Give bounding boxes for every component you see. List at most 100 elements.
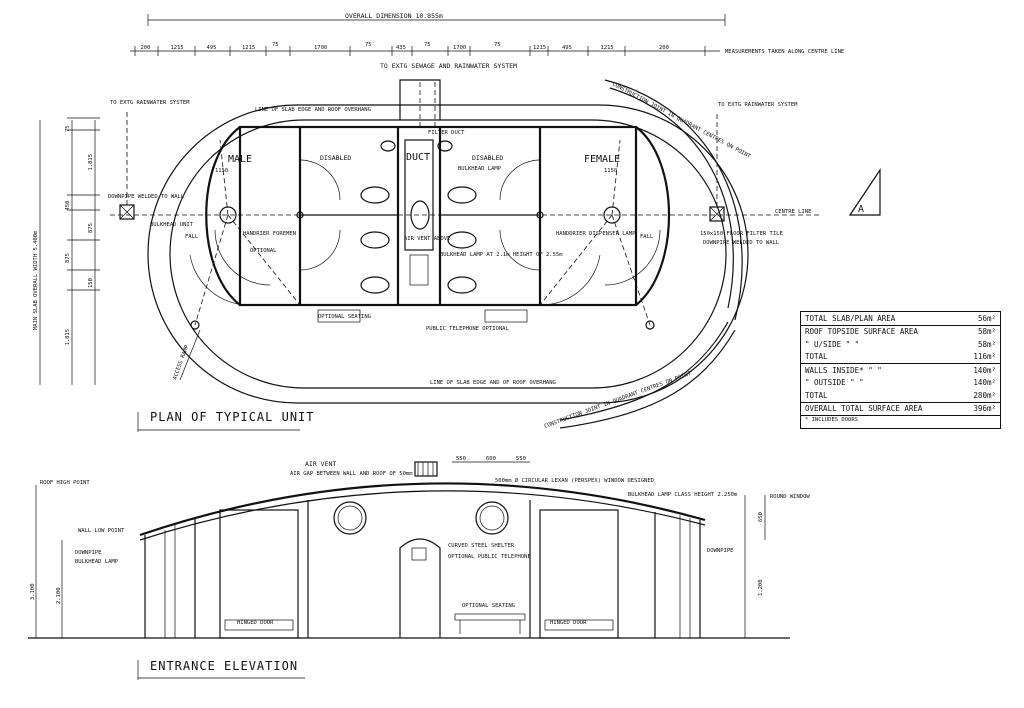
measurements-note: MEASUREMENTS TAKEN ALONG CENTRE LINE [725,49,844,55]
air-vent-above-label: AIR VENT ABOVE [404,236,450,242]
downpipe-right-elev-label: DOWNPIPE [707,548,734,554]
male-label: MALE [228,154,252,165]
left-dimension-label: 75 [65,125,71,132]
left-dimension-label: 875 [88,223,94,233]
optional-label: OPTIONAL [250,248,277,254]
top-dimension-label: 200 [659,45,669,51]
areas-row-overall-total: OVERALL TOTAL SURFACE AREA 396m² [801,401,1000,416]
bulkhead-lamp-label: BULKHEAD LAMP CLASS HEIGHT 2.250m [628,492,738,498]
areas-row-walls-outside: " OUTSIDE " " 140m² [801,377,1000,390]
areas-row-roof-topside: ROOF TOPSIDE SURFACE AREA 58m² [801,324,1000,339]
top-dimension-label: 495 [207,45,217,51]
dim-1150-label: 1150 [215,168,228,174]
areas-row-roof-total: TOTAL 116m² [801,351,1000,364]
plan-title: PLAN OF TYPICAL UNIT [150,410,315,424]
centre-line-label: CENTRE LINE [775,209,811,215]
duct [404,139,434,251]
roof-high-point-label: ROOF HIGH POINT [40,480,90,486]
slab-edge-bottom-label: LINE OF SLAB EDGE AND OF ROOF OVERHANG [430,380,556,386]
bulkhead-lamp-low-label: BULKHEAD LAMP AT 2.1m HEIGHT OF 2.55m [440,252,563,258]
dim-1150-label-right: 1150 [604,168,617,174]
downpipe-right-label: DOWNPIPE WELDED TO WALL [703,240,780,246]
elevation-view: AIR VENT AIR GAP BETWEEN WALL AND ROOF O… [28,456,810,680]
section-marker-label: A [858,204,864,215]
slab-outline [169,119,727,389]
round-window-label: ROUND WINDOW [770,494,810,500]
fall-label: FALL [185,234,199,240]
floor-filter-label: 150x150 FLOOR FILTER TILE [700,231,783,237]
duct-label: DUCT [406,152,430,163]
areas-row-value: 58m² [977,339,996,349]
construction-joint-arc-top [604,79,743,321]
disabled-right-label: DISABLED [472,154,503,162]
toilet-fixtures [360,140,477,294]
overall-dimension: OVERALL DIMENSION 10.855m [147,12,726,26]
left-dimension-label: 450 [65,201,71,211]
top-dimension-label: 75 [424,42,431,48]
dim-2100-label: 2.100 [56,587,62,604]
air-vent-label: AIR VENT [305,460,336,468]
bulkhead-unit-label: BULKHEAD UNIT [150,222,194,228]
slab-edge-top-label: LINE OF SLAB EDGE AND ROOF OVERHANG [255,107,371,113]
public-telephone-elev-label: OPTIONAL PUBLIC TELEPHONE [448,554,531,560]
left-dimension-label: 150 [88,278,94,288]
bulkhead-lamp-left-label: BULKHEAD LAMP [75,559,119,565]
areas-row-label: " OUTSIDE " " [805,378,864,388]
areas-row-total-slab: TOTAL SLAB/PLAN AREA 56m² [801,312,1000,325]
areas-row-label: TOTAL [805,352,828,362]
areas-row-label: ROOF TOPSIDE SURFACE AREA [805,327,918,337]
dim-3100-label: 3.100 [30,583,36,600]
areas-row-label: WALLS INSIDE* " " [805,365,882,375]
to-rainwater-right-label: TO EXTG RAINWATER SYSTEM [718,102,798,108]
dim-550-left-label: 550 [456,456,466,462]
round-window-right [475,501,509,535]
optional-seating-elev-label: OPTIONAL SEATING [462,603,515,609]
to-sewage-label: TO EXTG SEWAGE AND RAINWATER SYSTEM [380,62,517,70]
wall-low-point-label: WALL LOW POINT [78,528,125,534]
public-telephone-label: PUBLIC TELEPHONE OPTIONAL [426,326,509,332]
areas-note: * INCLUDES DOORS [801,415,1000,424]
areas-row-value: 140m² [973,378,996,388]
areas-table: TOTAL SLAB/PLAN AREA 56m² ROOF TOPSIDE S… [800,311,1001,429]
left-dimension-label: 1.815 [88,154,94,171]
plan-view: CENTRE LINE A ACCESS RAMP [108,62,881,432]
areas-row-value: 58m² [977,327,996,337]
air-vent [414,461,438,477]
round-window-left [333,501,367,535]
handdrier-right-label: HANDDRIER DISPENSER LAMP [556,231,636,237]
areas-row-label: OVERALL TOTAL SURFACE AREA [805,404,923,414]
dim-600-label: 600 [486,456,496,462]
downpipe-left-elev-label: DOWNPIPE [75,550,102,556]
areas-row-label: TOTAL SLAB/PLAN AREA [805,313,896,323]
top-dimension-label: 1215 [171,45,184,51]
hinged-door-right-label: HINGED DOOR [550,620,587,626]
areas-row-label: TOTAL [805,390,828,400]
areas-row-walls-inside: WALLS INSIDE* " " 140m² [801,363,1000,377]
section-marker [848,168,881,216]
curved-steel-label: CURVED STEEL SHELTER [448,543,515,549]
areas-row-roof-underside: " U/SIDE " " 58m² [801,338,1000,351]
telephone-alcove [399,538,441,638]
left-vertical-label: MAIN SLAB OVERALL WIDTH 5.400m [33,230,39,330]
areas-row-value: 280m² [973,390,996,400]
building-walls [238,125,638,307]
top-dimension-label: 75 [494,42,501,48]
female-label: FEMALE [584,154,620,165]
areas-row-walls-total: TOTAL 280m² [801,389,1000,402]
quadrant-centre-right [603,206,621,224]
disabled-left-label: DISABLED [320,154,351,162]
dim-650-label: 650 [758,512,764,522]
access-ramp-label: ACCESS RAMP [172,344,190,381]
areas-row-label: " U/SIDE " " [805,339,860,349]
downpipe-left-label: DOWNPIPE WELDED TO WALL [108,194,185,200]
bulkhead-lamp-top-label: BULKHEAD LAMP [458,166,502,172]
dim-1200-label: 1.200 [758,579,764,596]
top-dimension-label: 1700 [453,45,466,51]
hinged-door-left-label: HINGED DOOR [237,620,274,626]
top-dimension-label: 1215 [533,45,546,51]
elevation-title: ENTRANCE ELEVATION [150,659,298,673]
optional-seating-label: OPTIONAL SEATING [318,314,371,320]
